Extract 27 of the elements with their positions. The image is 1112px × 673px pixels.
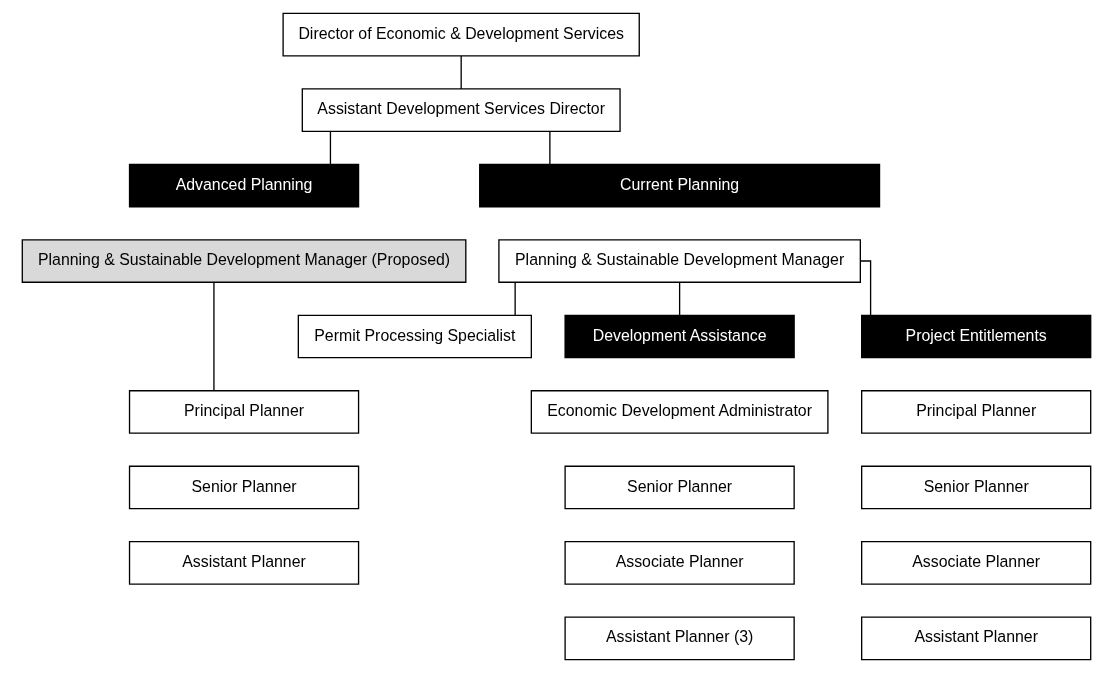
node-box: Assistant Planner (860, 616, 1091, 661)
node-box: Senior Planner (860, 465, 1091, 510)
node-box: Director of Economic & Development Services (281, 12, 640, 57)
connector (460, 55, 462, 90)
node-box: Senior Planner (563, 465, 795, 510)
connector (513, 281, 516, 316)
node-box: Planning & Sustainable Development Manager (497, 239, 861, 283)
connector (859, 260, 871, 316)
node-box: Advanced Planning (128, 163, 359, 208)
node-box: Assistant Planner (128, 541, 359, 585)
connector (212, 282, 215, 392)
node-box: Principal Planner (860, 390, 1091, 434)
connector (678, 281, 680, 316)
node-box: Assistant Development Services Director (301, 88, 621, 132)
connector (548, 130, 551, 165)
node-box: Development Assistance (563, 314, 795, 359)
node-box: Assistant Planner (3) (563, 616, 795, 661)
node-box: Senior Planner (128, 465, 359, 510)
node-box: Planning & Sustainable Development Manager (Proposed) (21, 239, 466, 283)
node-box: Permit Processing Specialist (297, 314, 532, 359)
node-box: Economic Development Administrator (530, 390, 829, 434)
node-box: Project Entitlements (860, 314, 1091, 359)
node-box: Associate Planner (860, 541, 1091, 585)
node-box: Principal Planner (128, 390, 359, 434)
node-box: Current Planning (478, 163, 880, 208)
node-box: Associate Planner (563, 541, 795, 585)
connector (329, 130, 331, 165)
